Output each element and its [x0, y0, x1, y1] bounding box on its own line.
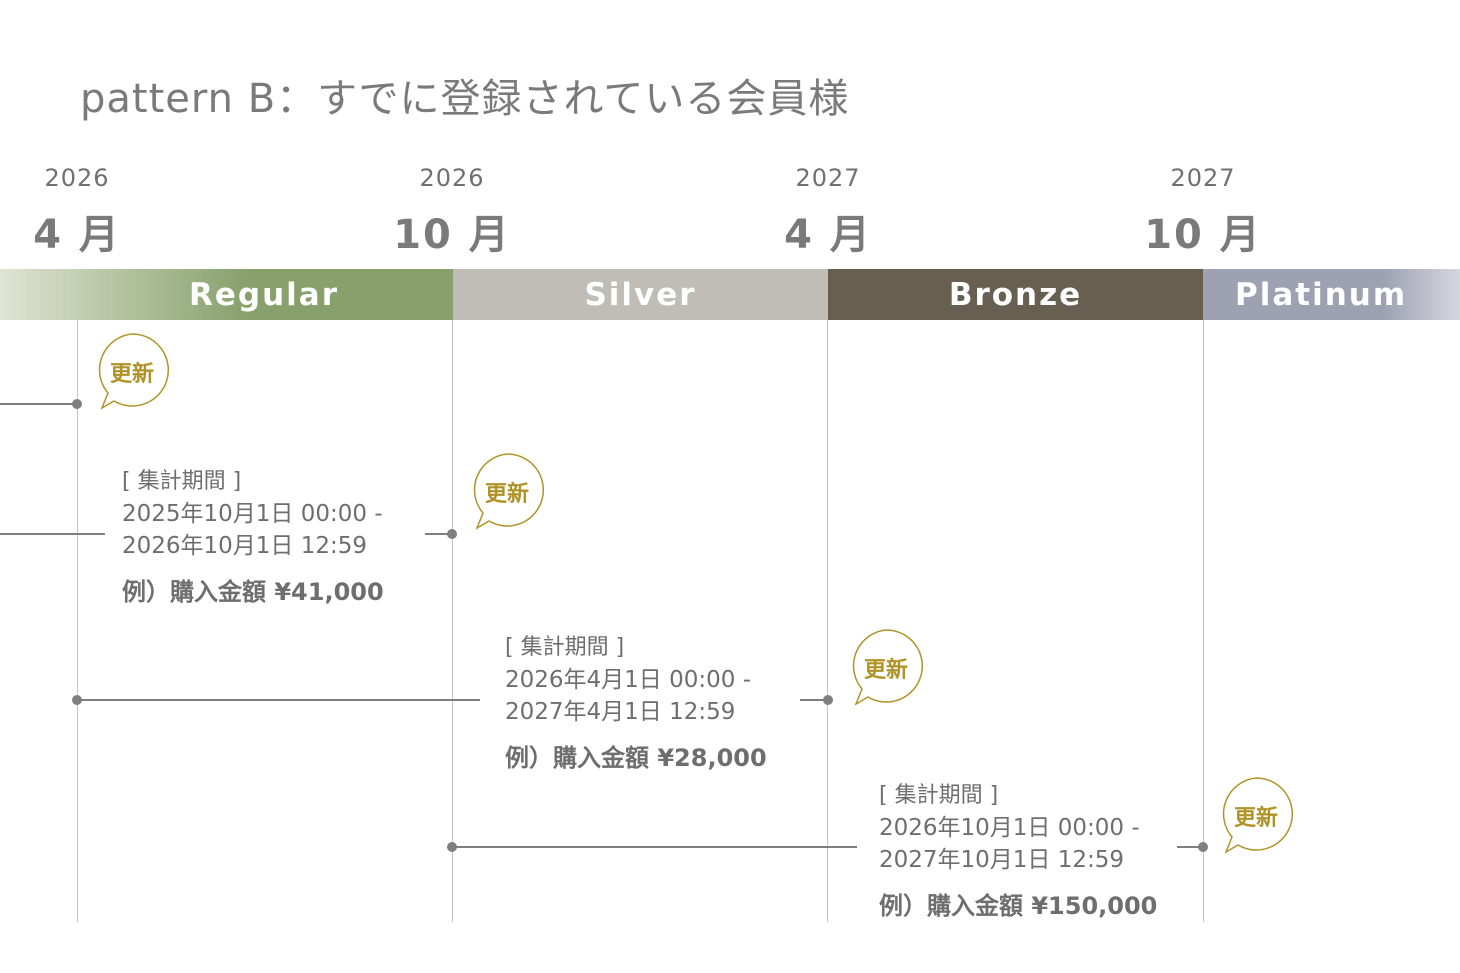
period-from: 2026年4月1日 00:00 -	[505, 667, 752, 693]
column-year: 2026	[419, 164, 485, 192]
period-from: 2025年10月1日 00:00 -	[122, 501, 383, 527]
period-heading: [ 集計期間 ]	[122, 469, 242, 494]
tier-label: Platinum	[1235, 276, 1408, 313]
tier-label: Bronze	[948, 276, 1083, 313]
period-from: 2026年10月1日 00:00 -	[879, 815, 1140, 841]
column-year: 2027	[1170, 164, 1236, 192]
renewal-point	[72, 399, 82, 409]
column-header-2027-oct: 2027 10 月	[1123, 164, 1283, 260]
period-line	[800, 699, 827, 701]
period-line	[452, 846, 857, 848]
tier-label: Regular	[189, 276, 339, 313]
purchase-amount: 例）購入金額 ¥41,000	[122, 578, 384, 606]
speech-bubble-icon	[98, 333, 169, 410]
period-line	[425, 533, 452, 535]
start-point	[447, 842, 457, 852]
timeline-gridline	[1203, 320, 1204, 922]
period-heading: [ 集計期間 ]	[879, 783, 999, 808]
purchase-amount: 例）購入金額 ¥150,000	[879, 892, 1158, 920]
renewal-bubble: 更新	[94, 332, 170, 410]
column-header-2027-apr: 2027 4 月	[748, 164, 908, 260]
timeline-gridline	[77, 320, 78, 922]
column-month: 10 月	[393, 212, 511, 258]
period-to: 2026年10月1日 12:59	[122, 533, 368, 559]
renewal-label: 更新	[863, 658, 908, 683]
page-title: pattern B：すでに登録されている会員様	[80, 76, 850, 122]
aggregation-period: [ 集計期間 ] 2026年10月1日 00:00 - 2027年10月1日 1…	[879, 780, 1157, 922]
column-month: 10 月	[1144, 212, 1262, 258]
column-header-2026-apr: 2026 4 月	[0, 164, 157, 260]
purchase-amount: 例）購入金額 ¥28,000	[505, 744, 767, 772]
renewal-point	[823, 695, 833, 705]
period-line	[0, 533, 105, 535]
renewal-point	[447, 529, 457, 539]
column-header-2026-oct: 2026 10 月	[372, 164, 532, 260]
tier-label: Silver	[584, 276, 697, 313]
period-heading: [ 集計期間 ]	[505, 635, 625, 660]
column-year: 2026	[44, 164, 110, 192]
speech-bubble-icon	[1222, 777, 1293, 854]
timeline-gridline	[452, 320, 453, 922]
renewal-label: 更新	[484, 482, 529, 507]
renewal-bubble: 更新	[1218, 776, 1294, 854]
renewal-label: 更新	[109, 362, 154, 387]
renewal-label: 更新	[1233, 806, 1278, 831]
aggregation-period: [ 集計期間 ] 2025年10月1日 00:00 - 2026年10月1日 1…	[122, 466, 384, 608]
speech-bubble-icon	[473, 453, 544, 530]
period-line	[0, 403, 77, 405]
tier-band-platinum: Platinum	[1203, 269, 1460, 320]
column-month: 4 月	[784, 212, 872, 258]
tier-band-silver: Silver	[453, 269, 828, 320]
renewal-bubble: 更新	[848, 628, 924, 706]
tier-band-regular: Regular	[0, 269, 453, 320]
start-point	[72, 695, 82, 705]
period-line	[77, 699, 480, 701]
column-year: 2027	[795, 164, 861, 192]
speech-bubble-icon	[852, 629, 923, 706]
period-to: 2027年4月1日 12:59	[505, 699, 736, 725]
aggregation-period: [ 集計期間 ] 2026年4月1日 00:00 - 2027年4月1日 12:…	[505, 632, 767, 774]
renewal-point	[1198, 842, 1208, 852]
renewal-bubble: 更新	[469, 452, 545, 530]
timeline-gridline	[827, 320, 828, 922]
tier-band-bronze: Bronze	[828, 269, 1203, 320]
column-month: 4 月	[33, 212, 121, 258]
period-to: 2027年10月1日 12:59	[879, 847, 1125, 873]
period-line	[1177, 846, 1203, 848]
